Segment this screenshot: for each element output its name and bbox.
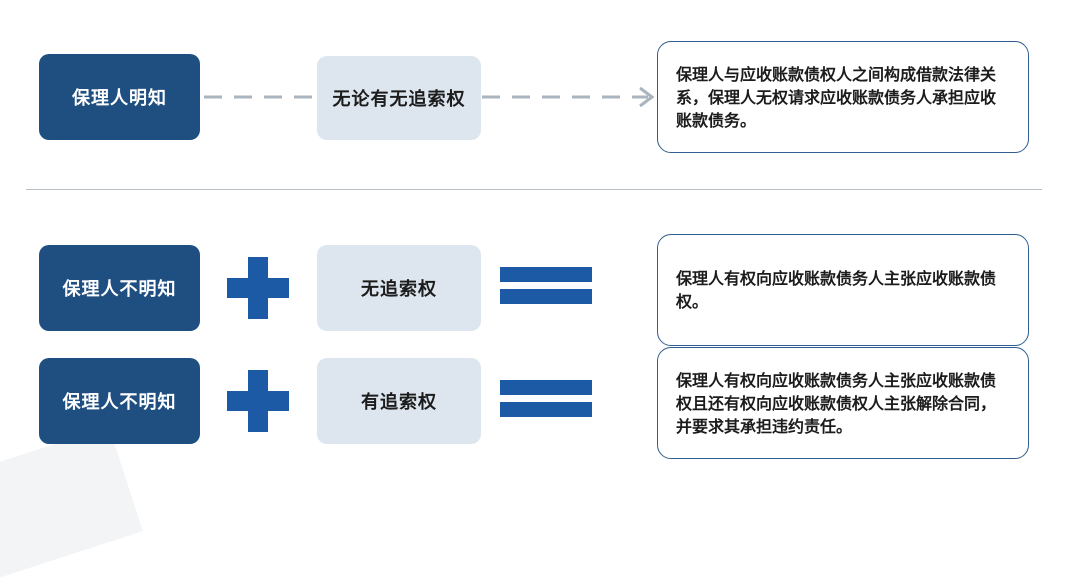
row1-condition-label: 保理人明知	[72, 88, 167, 109]
row1-result-text: 保理人与应收账款债权人之间构成借款法律关系，保理人无权请求应收账款债务人承担应收…	[676, 64, 997, 130]
row2-result-box: 保理人有权向应收账款债务人主张应收账款债权。	[657, 234, 1029, 346]
equals-icon	[500, 267, 592, 305]
row2-condition-box: 保理人不明知	[39, 245, 200, 331]
row2-recourse-box: 无追索权	[317, 245, 481, 331]
corner-decoration	[0, 426, 143, 584]
section-divider	[26, 189, 1042, 190]
row3-condition-label: 保理人不明知	[62, 392, 177, 413]
row1-recourse-label: 无论有无追索权	[332, 89, 466, 110]
plus-icon	[227, 370, 289, 432]
equals-icon	[500, 380, 592, 418]
plus-icon	[227, 257, 289, 319]
row3-result-box: 保理人有权向应收账款债务人主张应收账款债权且还有权向应收账款债权人主张解除合同，…	[657, 347, 1029, 459]
row3-recourse-box: 有追索权	[317, 358, 481, 444]
row1-condition-box: 保理人明知	[39, 54, 200, 140]
row3-recourse-label: 有追索权	[361, 392, 437, 413]
dashed-arrow-icon	[204, 86, 655, 108]
row2-recourse-label: 无追索权	[361, 279, 437, 300]
row1-result-box: 保理人与应收账款债权人之间构成借款法律关系，保理人无权请求应收账款债务人承担应收…	[657, 41, 1029, 153]
row2-condition-label: 保理人不明知	[62, 279, 177, 300]
row2-result-text: 保理人有权向应收账款债务人主张应收账款债权。	[676, 269, 997, 311]
row3-condition-box: 保理人不明知	[39, 358, 200, 444]
row3-result-text: 保理人有权向应收账款债务人主张应收账款债权且还有权向应收账款债权人主张解除合同，…	[676, 370, 997, 436]
row1-recourse-box: 无论有无追索权	[317, 56, 481, 140]
